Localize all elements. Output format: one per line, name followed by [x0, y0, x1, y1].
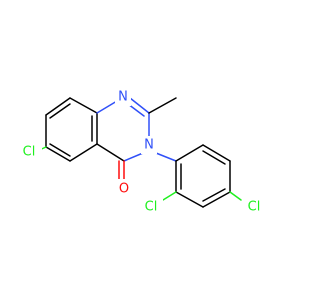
atom-n1: N [118, 90, 128, 105]
bond-c7-c8-inner [49, 103, 71, 119]
bond-aryl-c6-c1 [175, 144, 204, 162]
bond-c5-c6-inner [49, 143, 71, 157]
bond-layer [34, 97, 242, 208]
atom-cl6: Cl [23, 145, 36, 160]
bond-c7-c8 [45, 97, 71, 116]
bond-aryl-c2-c3 [175, 191, 204, 208]
bond-n3-c4 [123, 152, 144, 162]
atom-n3: N [144, 138, 154, 153]
bond-aryl-c3-c4-inner [202, 188, 226, 202]
molecule-structure: N N O Cl Cl Cl [18, 88, 266, 216]
bond-c5-c6 [45, 146, 71, 162]
bond-n1-c2 [129, 97, 150, 114]
bond-aryl-c5-c6-inner [202, 150, 226, 165]
atom-o4: O [119, 182, 129, 197]
bond-c4-c4a [96, 143, 125, 162]
bond-aryl-cl2 [162, 191, 177, 201]
bond-c8a-n1 [96, 100, 118, 114]
atom-cl4p: Cl [248, 200, 261, 215]
atom-cl2p: Cl [145, 200, 158, 215]
bond-c4a-c5 [69, 143, 98, 162]
bond-aryl-cl4 [229, 191, 242, 201]
bond-c8-c8a [69, 97, 98, 114]
bond-aryl-c3-c4 [202, 191, 231, 208]
bond-aryl-c5-c6 [202, 144, 231, 162]
bond-c2-methyl [148, 97, 177, 114]
bond-n3-aryl [155, 152, 177, 162]
atom-label-layer: N N O Cl Cl Cl [18, 88, 266, 216]
